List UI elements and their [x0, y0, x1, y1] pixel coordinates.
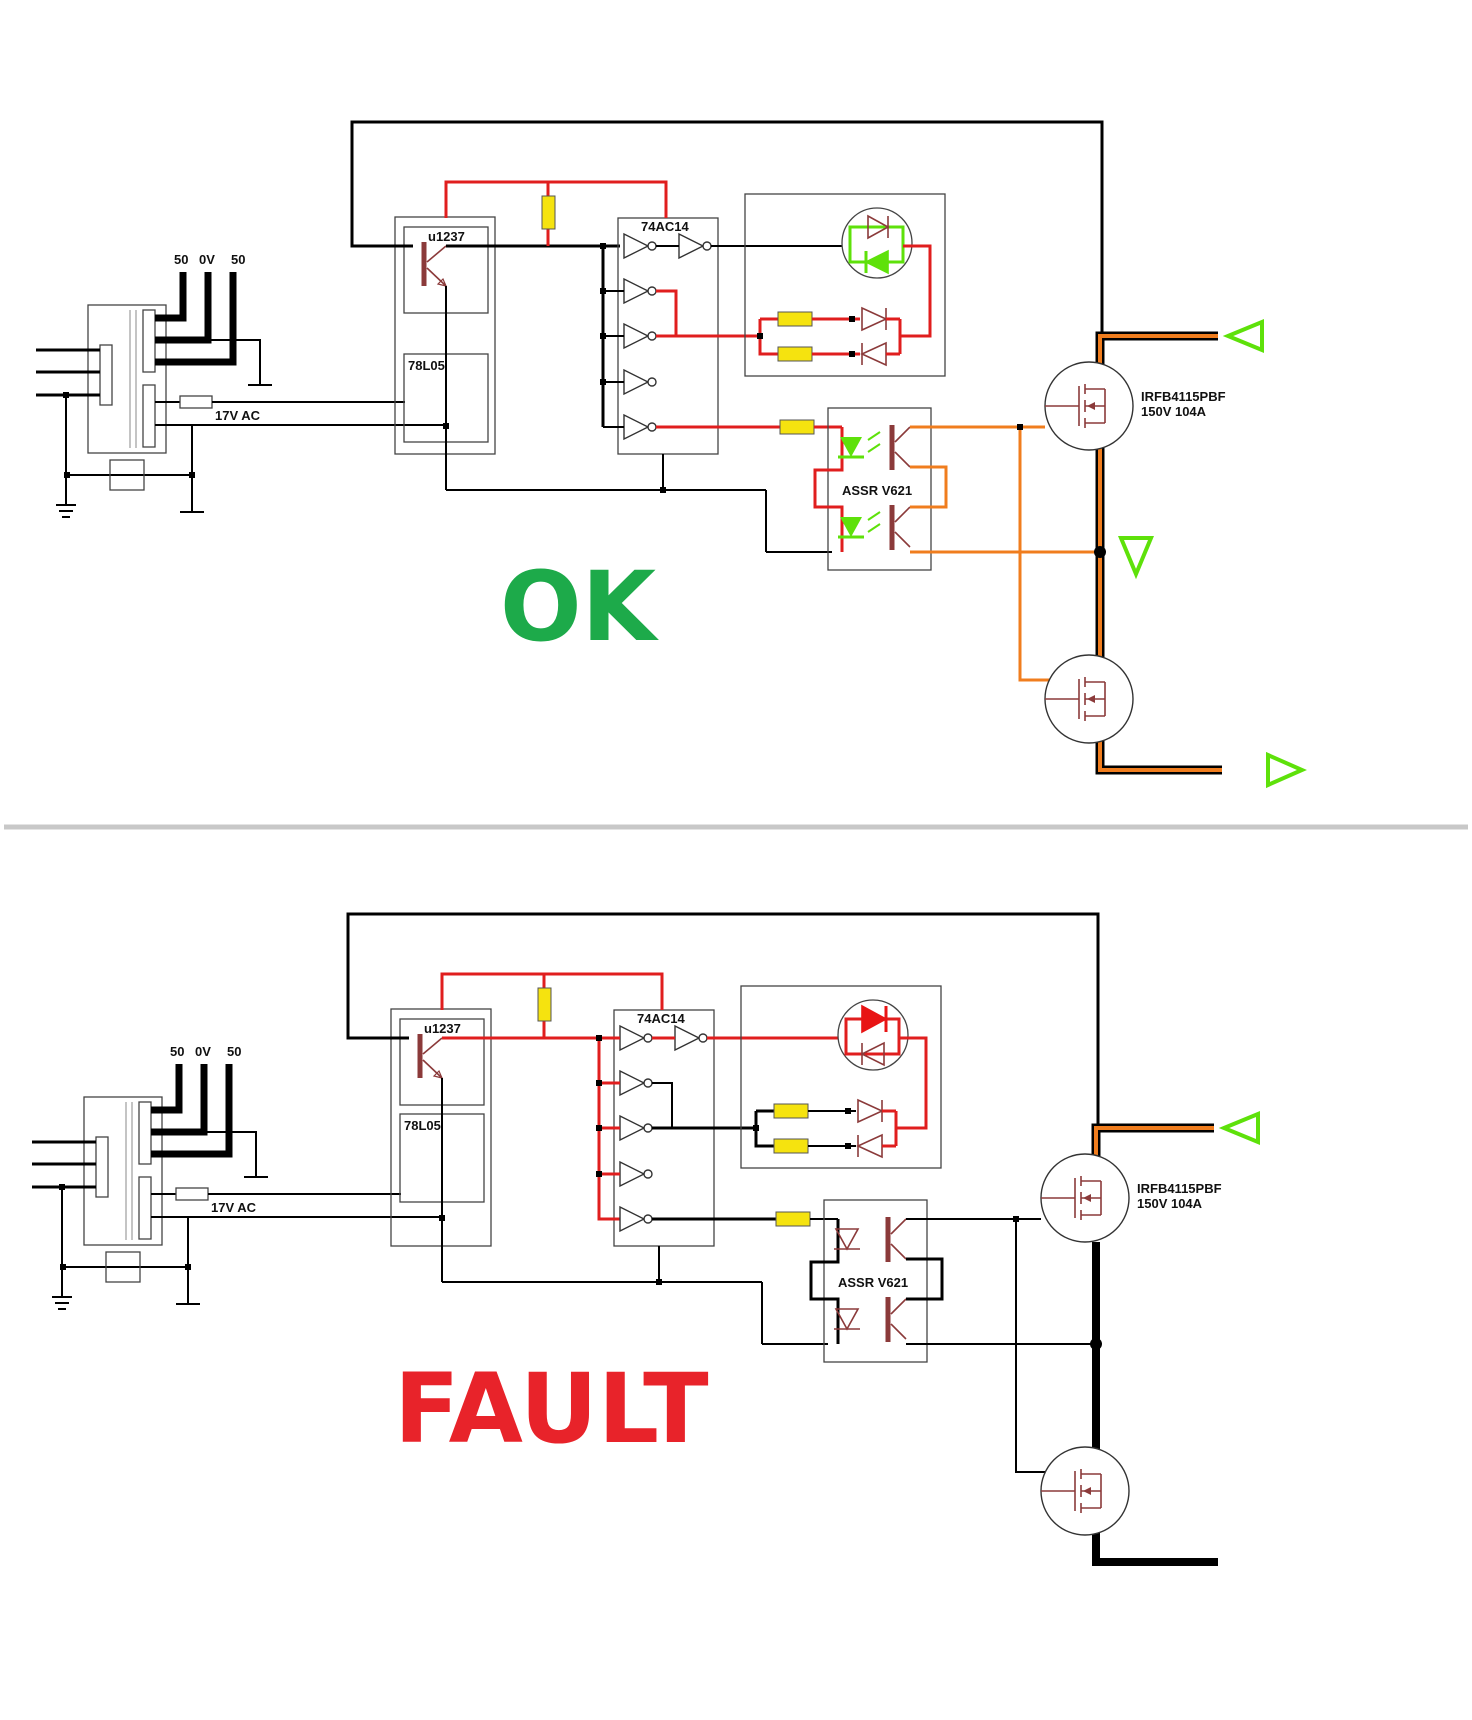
terminal-2-icon: [1118, 536, 1154, 580]
ssr-led-2-icon: [840, 517, 862, 537]
chip-74ac14-ok: 74AC14: [641, 219, 689, 234]
mosfet-part-ok: IRFB4115PBF: [1141, 389, 1226, 404]
panel-ok: 50 0V 50 17V AC u1237 78L05 74AC14: [36, 120, 1307, 789]
status-ok-label: OK: [500, 551, 660, 663]
terminal-1-icon: [1222, 319, 1264, 353]
tap-label-50a: 50: [174, 252, 188, 267]
chip-74ac14-fault: 74AC14: [637, 1011, 685, 1026]
tap-label-50b: 50: [227, 1044, 241, 1059]
chip-78l05-fault: 78L05: [404, 1118, 441, 1133]
panel-fault: 50 0V 50 17V AC u1237 78L05 74AC14: [32, 912, 1260, 1566]
tap-label-50b: 50: [231, 252, 245, 267]
chip-u1237-fault: u1237: [424, 1021, 461, 1036]
terminal-fault-icon: [1218, 1111, 1260, 1145]
terminal-3-icon: [1266, 751, 1307, 789]
ac-label-ok: 17V AC: [215, 408, 261, 423]
chip-u1237-ok: u1237: [428, 229, 465, 244]
led-green-icon: [864, 249, 889, 275]
tap-label-0v: 0V: [195, 1044, 211, 1059]
tap-labels-ok: 50 0V 50: [174, 252, 245, 267]
ac-label-fault: 17V AC: [211, 1200, 257, 1215]
status-fault-label: FAULT: [394, 1353, 709, 1465]
tap-label-50a: 50: [170, 1044, 184, 1059]
chip-ssr-fault: ASSR V621: [838, 1275, 908, 1290]
tap-labels-fault: 50 0V 50: [170, 1044, 241, 1059]
mosfet-rating-fault: 150V 104A: [1137, 1196, 1203, 1211]
ssr-led-1-icon: [840, 437, 862, 457]
chip-78l05-ok: 78L05: [408, 358, 445, 373]
mosfet-part-fault: IRFB4115PBF: [1137, 1181, 1222, 1196]
mosfet-rating-ok: 150V 104A: [1141, 404, 1207, 419]
tap-label-0v: 0V: [199, 252, 215, 267]
chip-ssr-ok: ASSR V621: [842, 483, 912, 498]
led-red-icon: [861, 1004, 888, 1034]
